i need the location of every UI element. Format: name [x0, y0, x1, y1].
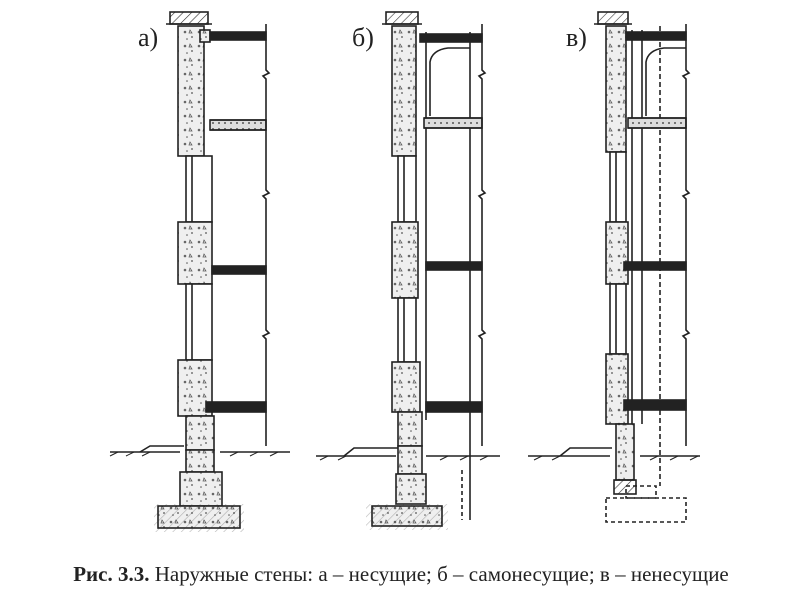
panel-b-wall-section — [316, 11, 500, 530]
panel-b-label: б) — [352, 23, 374, 52]
figure-diagram: а) б) — [109, 11, 700, 532]
panel-a-label: а) — [138, 23, 158, 52]
figure-caption: Рис. 3.3. Наружные стены: а – несущие; б… — [0, 562, 802, 587]
panel-v-label: в) — [566, 23, 587, 52]
caption-text: Наружные стены: а – несущие; б – самонес… — [154, 562, 729, 586]
panel-v-wall-section — [528, 11, 700, 523]
panel-a-wall-section — [109, 11, 290, 532]
caption-figure-number: Рис. 3.3. — [73, 562, 150, 586]
